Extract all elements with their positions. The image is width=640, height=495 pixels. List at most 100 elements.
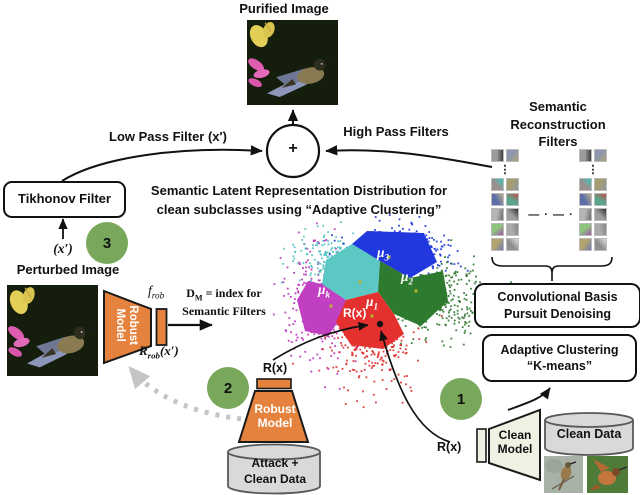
- scatter-dot-mu2: [463, 292, 465, 294]
- scatter-dot-muk: [318, 242, 320, 245]
- scatter-dot-mu1: [372, 352, 375, 355]
- scatter-dot-cyan: [322, 267, 325, 270]
- rx-clean-to-cluster-arrow: [379, 330, 451, 443]
- scatter-dot-mu1: [392, 349, 395, 352]
- scatter-dot-mu2: [454, 270, 457, 273]
- scatter-dot-mu3: [424, 225, 427, 227]
- scatter-dot-mu3: [374, 216, 377, 218]
- scatter-dot-mu3: [391, 227, 393, 230]
- scatter-dot-mu1: [393, 354, 395, 357]
- scatter-dot-mu2: [443, 304, 446, 306]
- scatter-dot-mu1: [343, 386, 345, 389]
- scatter-dot-cyan: [339, 240, 342, 242]
- scatter-dot-mu1: [393, 344, 395, 347]
- scatter-dot-muk: [317, 261, 320, 264]
- semantic-filter-tile: [491, 178, 504, 191]
- scatter-dot-mu1: [379, 358, 382, 361]
- scatter-dot-mu3: [435, 249, 437, 252]
- scatter-dot-cyan: [319, 250, 321, 253]
- scatter-dot-cyan: [319, 269, 321, 272]
- scatter-dot-mu2: [458, 321, 460, 324]
- filter-bank-separator: — · — ·: [528, 209, 574, 221]
- scatter-dot-muk: [335, 332, 338, 335]
- scatter-dot-mu1: [356, 400, 358, 403]
- scatter-dot-mu2: [448, 279, 451, 282]
- scatter-dot-muk: [296, 287, 298, 290]
- scatter-dot-muk: [319, 357, 321, 360]
- scatter-dot-cyan: [352, 232, 355, 235]
- dm-index-label: DM = index for Semantic Filters: [166, 286, 282, 319]
- semantic-filter-tile: [506, 193, 519, 206]
- step-1-badge: 1: [440, 378, 482, 420]
- scatter-dot-mu3: [439, 253, 441, 256]
- semantic-filter-tile: [579, 208, 592, 221]
- scatter-dot-cyan: [317, 272, 320, 275]
- scatter-dot-mu3: [456, 250, 459, 252]
- scatter-dot-mu2: [469, 332, 472, 335]
- scatter-dot-mu2: [465, 298, 468, 301]
- scatter-dot-mu1: [381, 379, 384, 381]
- scatter-dot-cyan: [322, 224, 325, 227]
- scatter-dot-mu2: [424, 339, 427, 342]
- scatter-dot-mu2: [456, 309, 459, 312]
- scatter-dot-mu2: [442, 310, 445, 313]
- scatter-dot-cyan: [309, 274, 312, 277]
- scatter-dot-mu1: [353, 344, 356, 347]
- scatter-dot-cyan: [301, 239, 304, 241]
- scatter-dot-mu1: [356, 344, 359, 347]
- scatter-dot-cyan: [310, 279, 312, 282]
- scatter-dot-mu2: [450, 305, 452, 308]
- scatter-dot-muk: [295, 333, 298, 336]
- scatter-dot-mu1: [373, 353, 376, 356]
- scatter-dot-cyan: [316, 267, 319, 270]
- scatter-dot-mu2: [452, 298, 454, 301]
- distribution-caption-line1: Semantic Latent Representation Distribut…: [150, 183, 448, 198]
- scatter-dot-muk: [314, 239, 317, 242]
- scatter-dot-muk: [304, 282, 307, 285]
- scatter-dot-cyan: [318, 250, 320, 253]
- scatter-dot-cyan: [326, 256, 329, 259]
- scatter-dot-mu1: [355, 346, 358, 348]
- scatter-dot-mu1: [376, 356, 379, 358]
- scatter-dot-mu1: [389, 368, 392, 371]
- scatter-dot-cyan: [310, 265, 312, 267]
- scatter-dot-muk: [285, 330, 287, 333]
- scatter-dot-cyan: [337, 240, 339, 243]
- x-prime-label: (x′): [53, 241, 73, 256]
- scatter-dot-mu2: [453, 304, 456, 307]
- semantic-recon-line1: Semantic: [529, 99, 587, 114]
- scatter-dot-cyan: [300, 249, 303, 252]
- scatter-dot-mu2: [470, 301, 473, 304]
- scatter-dot-mu1: [355, 370, 358, 373]
- scatter-dot-mu2: [446, 267, 448, 269]
- scatter-dot-mu3: [440, 248, 442, 251]
- scatter-dot-cyan: [323, 260, 325, 263]
- clean-data-cylinder-body: [544, 420, 634, 456]
- scatter-dot-muk: [316, 353, 319, 356]
- semantic-filter-tile: [594, 193, 607, 206]
- f-rob-label: frob: [148, 283, 164, 301]
- cluster-centroid-mu1: [370, 314, 374, 318]
- scatter-dot-mu1: [404, 352, 407, 355]
- semantic-reconstruction-filters-label: Semantic Reconstruction Filters: [492, 98, 624, 151]
- scatter-dot-cyan: [330, 255, 333, 257]
- scatter-dot-mu1: [337, 337, 340, 339]
- scatter-dot-mu1: [361, 351, 363, 354]
- scatter-dot-muk: [336, 323, 339, 326]
- scatter-dot-mu3: [402, 228, 404, 230]
- scatter-dot-mu2: [438, 314, 441, 317]
- scatter-dot-mu2: [439, 309, 441, 312]
- cluster-centroid-cyan: [358, 280, 362, 284]
- scatter-dot-mu1: [417, 327, 420, 330]
- scatter-dot-mu1: [373, 364, 376, 367]
- scatter-dot-cyan: [322, 265, 325, 268]
- scatter-dot-mu2: [455, 274, 457, 277]
- scatter-dot-mu1: [362, 390, 364, 393]
- scatter-dot-mu2: [475, 275, 477, 278]
- scatter-dot-mu2: [472, 263, 475, 266]
- scatter-dot-muk: [312, 357, 315, 360]
- scatter-dot-muk: [298, 261, 301, 264]
- scatter-dot-mu2: [450, 337, 453, 340]
- scatter-dot-mu1: [352, 360, 355, 362]
- clean-model-shape: [488, 408, 541, 482]
